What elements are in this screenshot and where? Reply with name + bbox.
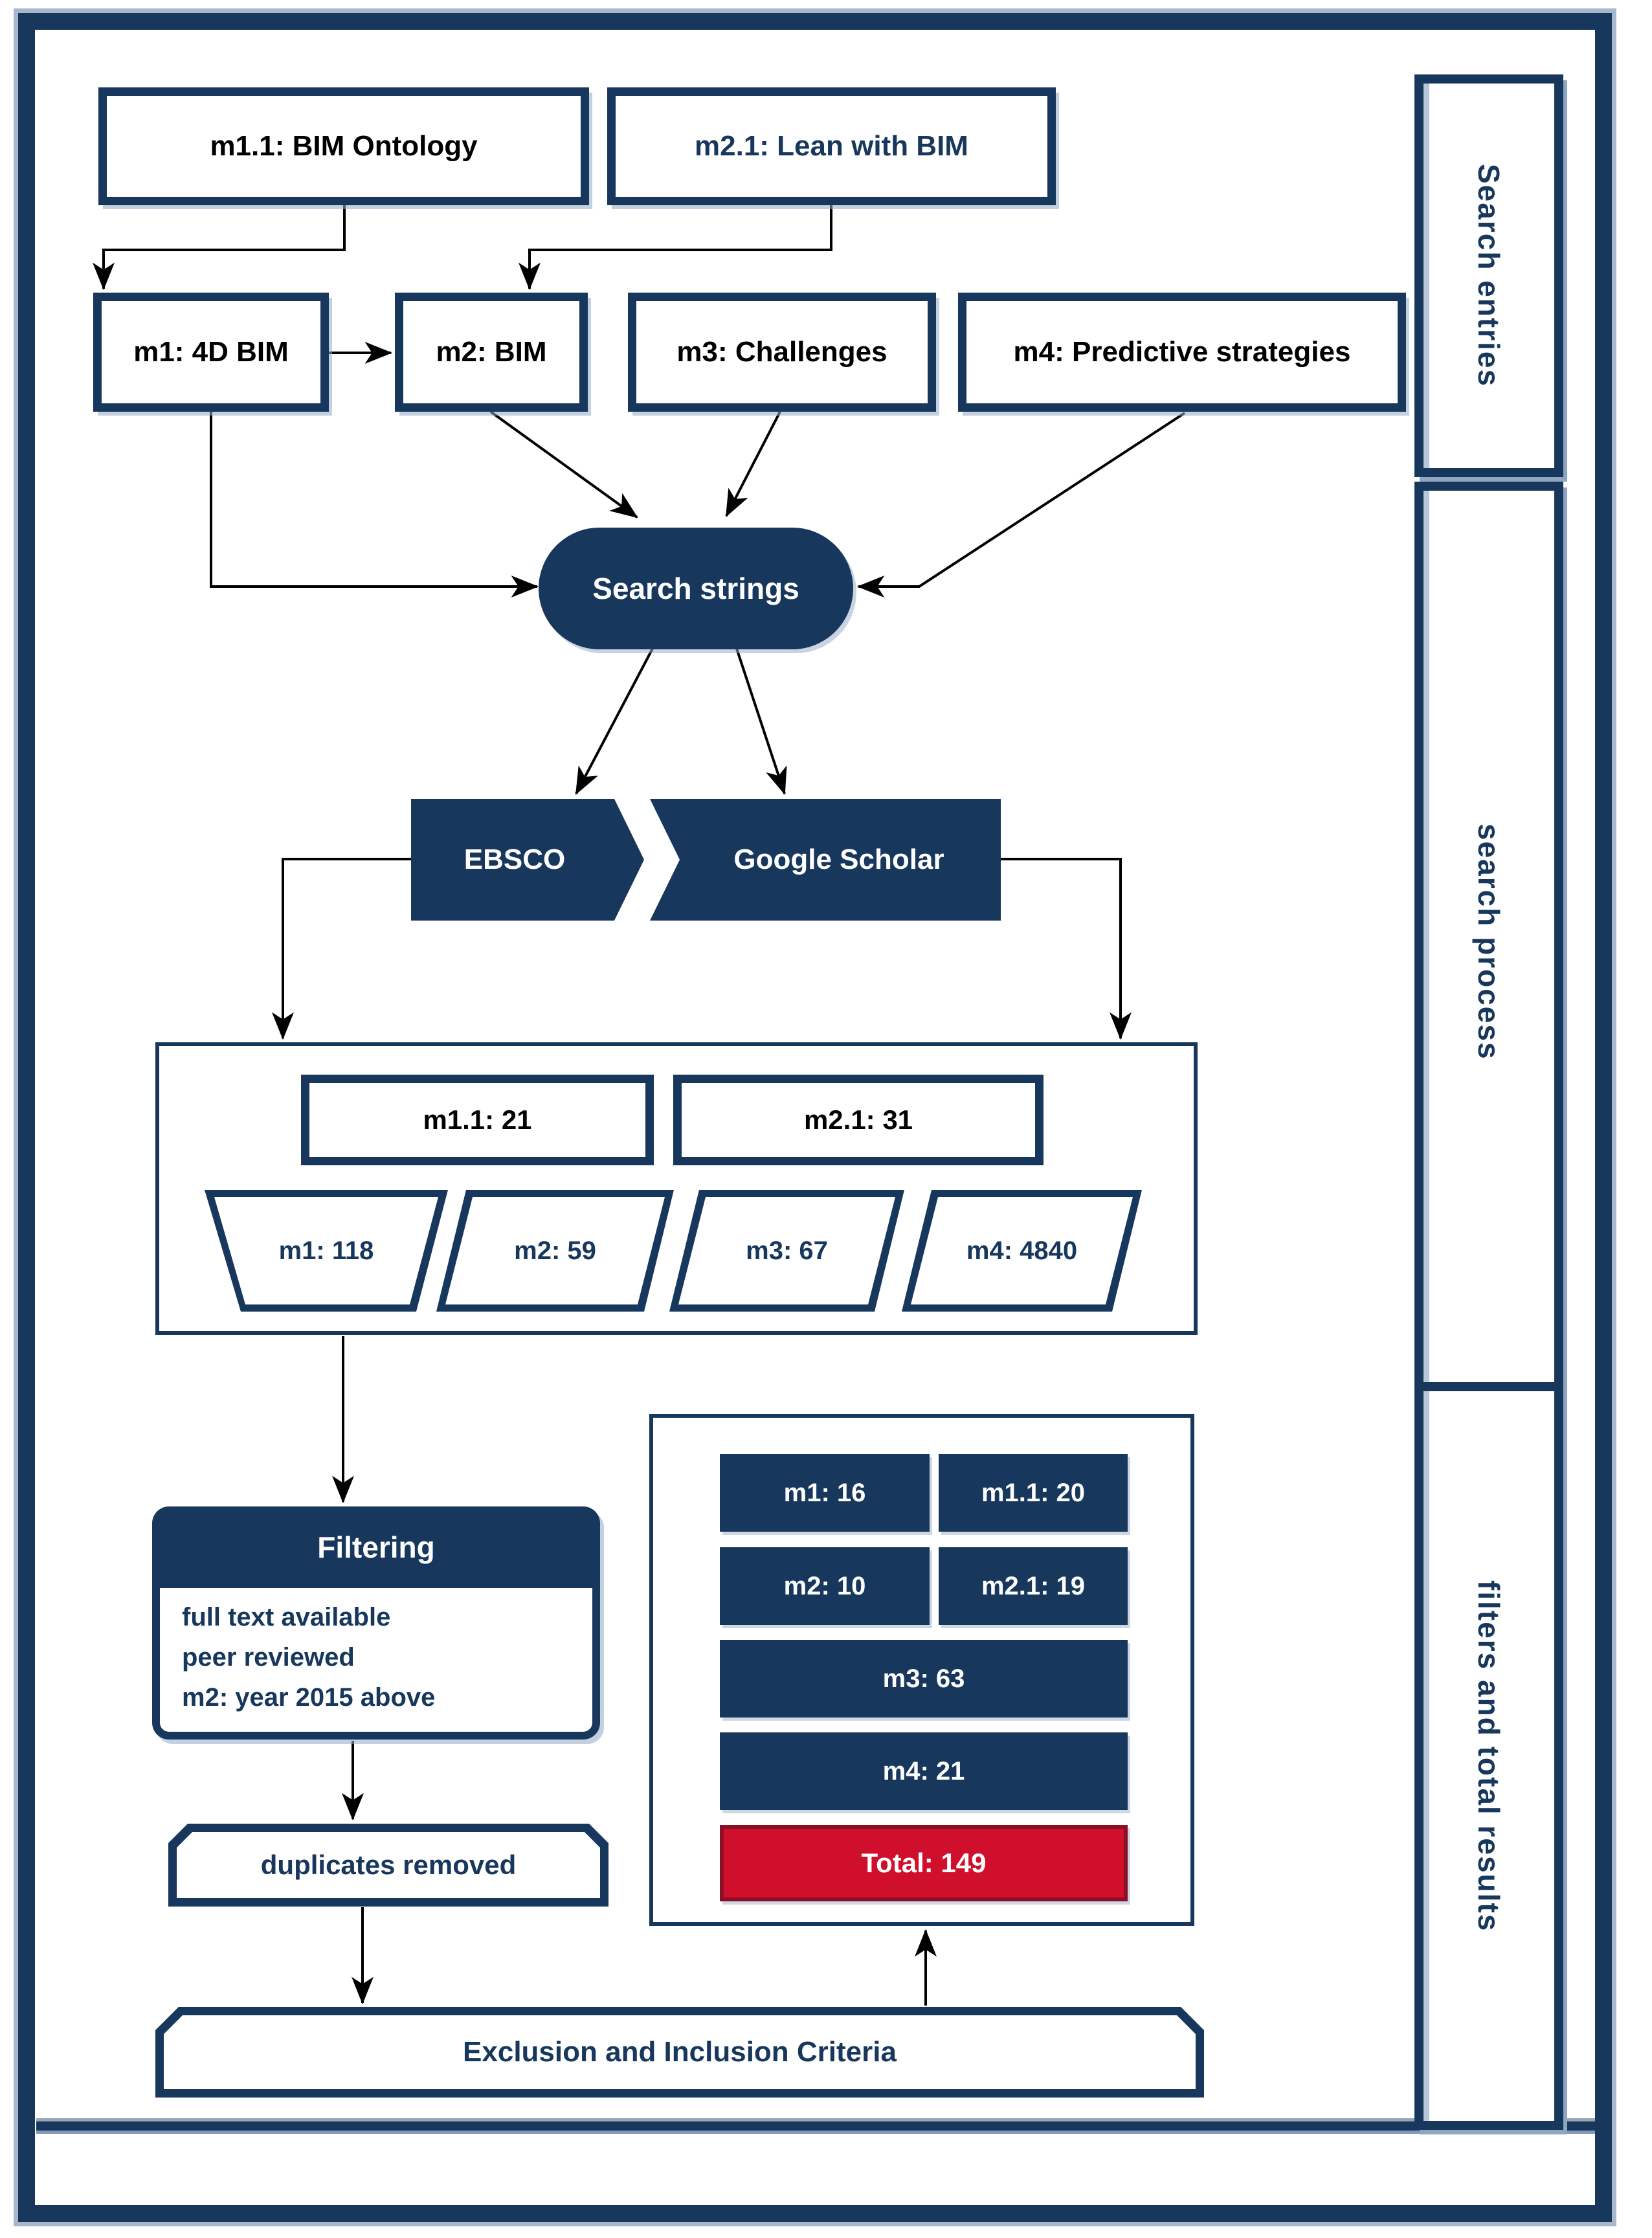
entry-m1-1-label: m1.1: BIM Ontology <box>210 130 478 162</box>
google-scholar-label: Google Scholar <box>733 844 944 875</box>
final-result-m2-1-label: m2.1: 19 <box>981 1571 1086 1600</box>
database-google-scholar: Google Scholar <box>650 799 1001 921</box>
final-result-m1-1: m1.1: 20 <box>939 1454 1128 1532</box>
filtering-node: Filtering full text available peer revie… <box>152 1506 600 1740</box>
entry-m3-label: m3: Challenges <box>676 336 887 368</box>
final-result-m1-label: m1: 16 <box>783 1478 866 1507</box>
raw-result-m1-shape: m1: 118 <box>205 1190 448 1312</box>
filtering-criteria: full text available peer reviewed m2: ye… <box>160 1588 592 1732</box>
sidebar-search-process-label: search process <box>1472 823 1506 1060</box>
sidebar-filters-results-label: filters and total results <box>1472 1580 1506 1932</box>
raw-result-m2-1: m2.1: 31 <box>673 1075 1044 1165</box>
entry-m2-bim: m2: BIM <box>395 293 588 412</box>
entry-m2-label: m2: BIM <box>436 336 547 368</box>
final-result-m1-1-label: m1.1: 20 <box>981 1478 1086 1507</box>
exclusion-inclusion-node: Exclusion and Inclusion Criteria <box>155 2007 1204 2098</box>
entry-m3-challenges: m3: Challenges <box>628 293 936 412</box>
raw-result-m1-1: m1.1: 21 <box>301 1075 654 1165</box>
final-result-m2-1: m2.1: 19 <box>939 1547 1128 1625</box>
raw-result-m2-label: m2: 59 <box>443 1197 667 1304</box>
raw-result-m2-1-label: m2.1: 31 <box>803 1104 913 1135</box>
final-result-m3: m3: 63 <box>720 1640 1128 1718</box>
final-result-total-label: Total: 149 <box>861 1848 987 1878</box>
filtering-title: Filtering <box>317 1530 435 1564</box>
search-strings-node: Search strings <box>539 528 853 649</box>
final-result-m4-label: m4: 21 <box>882 1756 965 1785</box>
sidebar-search-process: search process <box>1414 482 1563 1402</box>
final-result-m3-label: m3: 63 <box>882 1664 965 1693</box>
duplicates-removed-node: duplicates removed <box>168 1824 608 1907</box>
sidebar-search-entries-label: Search entries <box>1472 164 1506 388</box>
raw-result-m3-shape: m3: 67 <box>669 1190 904 1312</box>
entry-m1-1-bim-ontology: m1.1: BIM Ontology <box>98 87 589 205</box>
duplicates-removed-label: duplicates removed <box>177 1832 600 1898</box>
final-result-total: Total: 149 <box>720 1825 1128 1901</box>
final-result-m2-label: m2: 10 <box>783 1571 866 1600</box>
final-result-m4: m4: 21 <box>720 1732 1128 1810</box>
raw-result-m4-shape: m4: 4840 <box>902 1190 1142 1312</box>
entry-m4-predictive-strategies: m4: Predictive strategies <box>958 293 1406 412</box>
exclusion-inclusion-label: Exclusion and Inclusion Criteria <box>164 2015 1196 2089</box>
criterion-peer-reviewed: peer reviewed <box>182 1643 355 1672</box>
outer-frame <box>18 13 1612 2222</box>
raw-result-m2-shape: m2: 59 <box>436 1190 674 1312</box>
final-result-m2: m2: 10 <box>720 1547 930 1625</box>
entry-m2-1-lean-with-bim: m2.1: Lean with BIM <box>607 87 1056 205</box>
raw-result-m3-label: m3: 67 <box>676 1197 897 1304</box>
entry-m2-1-label: m2.1: Lean with BIM <box>695 130 968 162</box>
sidebar-search-entries: Search entries <box>1414 74 1563 477</box>
entry-m1-4d-bim: m1: 4D BIM <box>93 293 329 412</box>
raw-result-m4-label: m4: 4840 <box>909 1197 1135 1304</box>
final-result-m1: m1: 16 <box>720 1454 930 1532</box>
entry-m4-label: m4: Predictive strategies <box>1013 336 1351 368</box>
sidebar-filters-results: filters and total results <box>1414 1382 1563 2130</box>
raw-result-m1-label: m1: 118 <box>212 1197 441 1304</box>
connectors <box>93 205 1186 2006</box>
database-ebsco: EBSCO <box>411 799 644 921</box>
criterion-m2-year: m2: year 2015 above <box>182 1683 436 1712</box>
criterion-full-text: full text available <box>182 1603 391 1631</box>
bottom-section-divider <box>36 2118 1595 2134</box>
entry-m1-label: m1: 4D BIM <box>133 336 289 368</box>
raw-result-m1-1-label: m1.1: 21 <box>423 1104 532 1135</box>
search-strings-label: Search strings <box>592 572 799 605</box>
ebsco-label: EBSCO <box>463 844 566 875</box>
